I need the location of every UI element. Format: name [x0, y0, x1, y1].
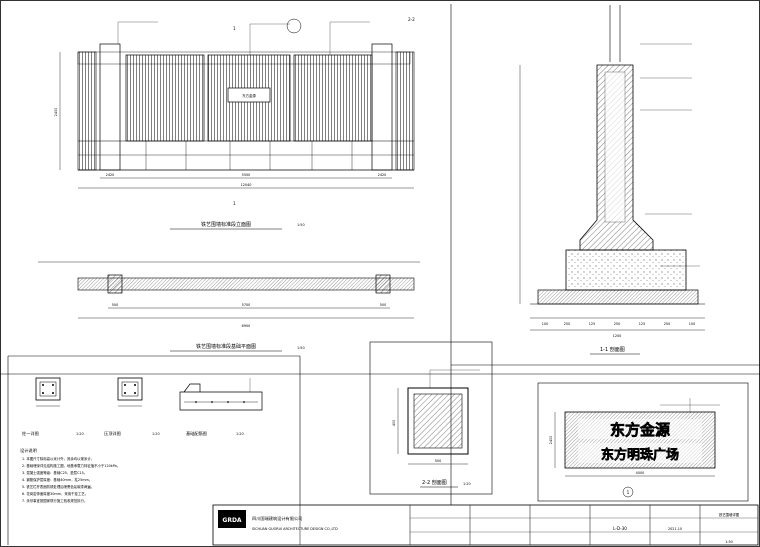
section-mark-1-top: 1 — [233, 26, 236, 31]
signage-panel-view: 东方金源 东方明珠广场 4000 2400 1 — [537, 382, 749, 502]
section-1-1-view: 100 250 125 250 125 250 100 1200 1-1 剖面图 — [519, 5, 705, 355]
elevation-scale: 1:50 — [297, 223, 305, 227]
column-detail-scale: 1:20 — [76, 432, 84, 436]
sec-dim-6: 100 — [689, 322, 695, 326]
sec-dim-4: 125 — [639, 322, 645, 326]
detail-callout-circle — [286, 18, 302, 34]
note-7: 7. 未尽事宜按国家现行施工验收规范执行。 — [22, 498, 87, 503]
note-1: 1. 本图尺寸除标高以米计外，其余均以毫米计。 — [22, 456, 94, 461]
plan-title: 铁艺围墙标准段基础平面图 — [196, 343, 256, 350]
sec-dim-3: 250 — [614, 322, 620, 326]
sheet-scale: 1:50 — [725, 540, 733, 544]
company-logo-text: GRDA — [222, 517, 242, 524]
sign-callout: 1 — [627, 490, 630, 495]
foundation-detail: 基础配筋图 1:20 — [179, 378, 263, 437]
column-detail: 柱一详图 1:20 — [22, 377, 84, 437]
plan-dim-c: 500 — [380, 303, 386, 307]
sign-line-1: 东方金源 — [610, 421, 670, 439]
sec-dim-1: 250 — [564, 322, 570, 326]
section-2-2-title: 2-2 剖面图 — [422, 479, 447, 486]
sign-line-2: 东方明珠广场 — [601, 447, 679, 463]
plan-dim-a: 500 — [112, 303, 118, 307]
design-notes: 设计说明 1. 本图尺寸除标高以米计外，其余均以毫米计。 2. 基础埋深详见结构… — [20, 447, 120, 503]
elev-dim-right: 2420 — [378, 173, 387, 177]
company-logo — [218, 510, 246, 528]
note-3: 3. 混凝土强度等级：基础C25，垫层C15。 — [22, 470, 87, 475]
elev-dim-height: 2400 — [54, 108, 58, 117]
sec22-dim-w: 500 — [435, 459, 441, 463]
sign-dim-w: 4000 — [636, 471, 645, 475]
column-detail-title: 柱一详图 — [22, 430, 39, 437]
elev-dim-mid: 5500 — [242, 173, 251, 177]
elevation-view: 东方金源 2420 5500 2420 12040 2400 2-2 1 1 铁… — [54, 17, 415, 230]
section-mark-1-bottom: 1 — [233, 201, 236, 206]
drawing-number: L-D-30 — [613, 526, 627, 531]
elevation-nameplate — [227, 87, 271, 103]
elev-dim-left: 2420 — [106, 173, 115, 177]
section-mark-2-2: 2-2 — [408, 17, 415, 22]
sec-dim-2: 125 — [589, 322, 595, 326]
sign-dim-h: 2400 — [549, 436, 553, 445]
title-block: GRDA 四川国瑞建筑设计有限公司 SICHUAN GUORUI ARCHITE… — [212, 504, 759, 546]
note-5: 5. 铁艺栏杆表面防锈处理后喷黑色氟碳漆两遍。 — [22, 484, 94, 489]
company-name-cn: 四川国瑞建筑设计有限公司 — [252, 515, 302, 522]
sec22-dim-h: 400 — [392, 420, 396, 426]
nameplate-text: 东方金源 — [242, 93, 256, 98]
foundation-plan-view: 500 5700 500 6900 铁艺围墙标准段基础平面图 1:50 — [38, 261, 420, 352]
plan-dim-total: 6900 — [242, 324, 251, 328]
notes-heading: 设计说明 — [20, 447, 37, 454]
drawing-date: 2021.10 — [668, 527, 682, 531]
elev-dim-total: 12040 — [241, 183, 252, 187]
note-2: 2. 基础埋深详见结构施工图，地基承载力特征值不小于120kPa。 — [22, 463, 120, 468]
sec-dim-total: 1200 — [613, 334, 622, 338]
pilaster-detail-scale: 1:20 — [152, 432, 160, 436]
sheet-name: 铁艺围墙详图 — [719, 512, 740, 517]
pilaster-detail: 压顶详图 1:20 — [104, 377, 160, 437]
sec-dim-5: 250 — [664, 322, 670, 326]
section-2-2-view: 500 400 2-2 剖面图 1:20 — [369, 341, 493, 495]
note-6: 6. 花岗岩饰面厚度30mm，采用干挂工艺。 — [22, 491, 88, 496]
plan-dim-b: 5700 — [242, 303, 251, 307]
sec-dim-0: 100 — [542, 322, 548, 326]
pilaster-detail-title: 压顶详图 — [104, 430, 121, 437]
section-1-1-title: 1-1 剖面图 — [600, 346, 625, 353]
note-4: 4. 钢筋保护层厚度：基础40mm，柱25mm。 — [22, 477, 92, 482]
company-name-en: SICHUAN GUORUI ARCHITECTURE DESIGN CO.,L… — [252, 527, 338, 531]
foundation-detail-title: 基础配筋图 — [186, 430, 207, 437]
section-2-2-scale: 1:20 — [463, 482, 471, 486]
plan-scale: 1:50 — [297, 346, 305, 350]
foundation-detail-scale: 1:20 — [236, 432, 244, 436]
elevation-title: 铁艺围墙标准段立面图 — [201, 221, 251, 228]
